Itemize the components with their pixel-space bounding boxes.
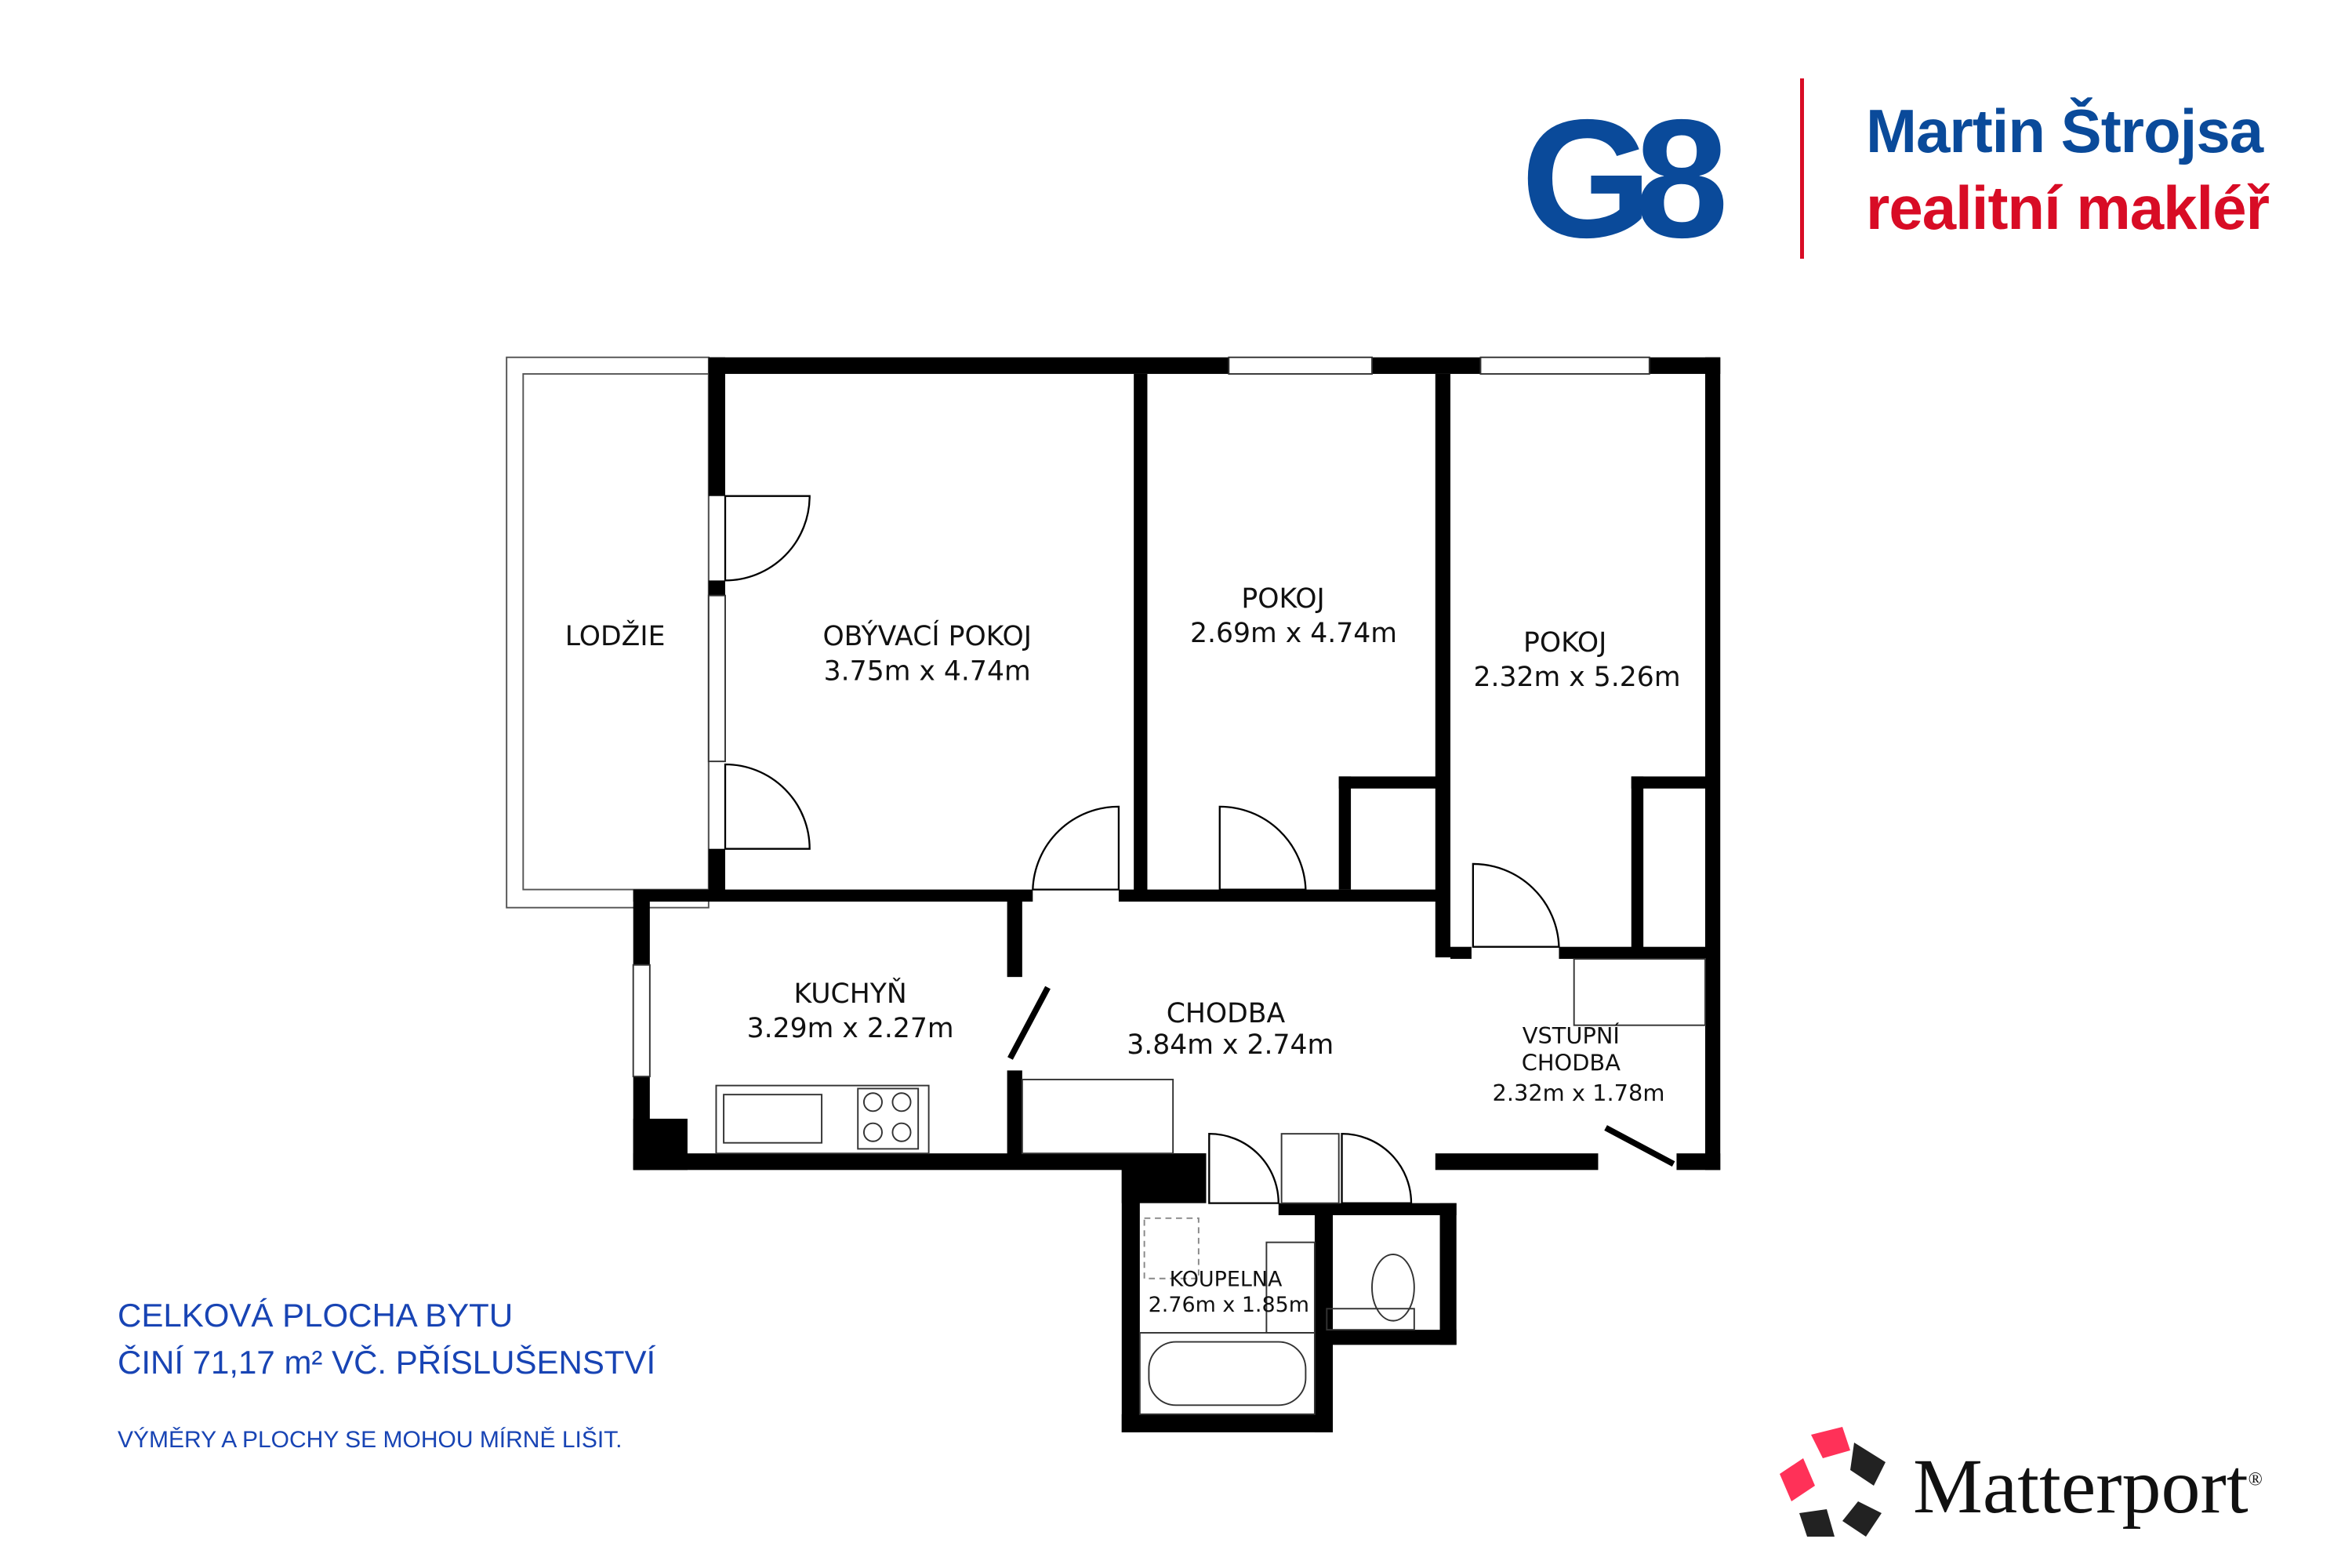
room-name-koupelna: KOUPELNA [1170,1267,1283,1291]
room-name-vstupni: VSTUPNÍ [1523,1022,1620,1049]
room-name-pokoj-2: POKOJ [1523,627,1606,659]
room-size-obyvaci: 3.75m x 4.74m [824,655,1031,687]
room-name-chodba: CHODBA [1167,998,1286,1029]
brand-divider [1800,78,1804,259]
disclaimer: VÝMĚRY A PLOCHY SE MOHOU MÍRNĚ LIŠIT. [118,1427,622,1453]
agent-role: realitní makléř [1866,173,2270,242]
room-size-koupelna: 2.76m x 1.85m [1149,1293,1309,1317]
room-name-kuchyn: KUCHYŇ [793,977,906,1010]
matterport-wordmark: Matterport® [1913,1441,2263,1531]
matterport-logo-icon [1780,1427,1886,1537]
room-size-pokoj-1: 2.69m x 4.74m [1190,618,1397,649]
total-area-line-1: CELKOVÁ PLOCHA BYTU [118,1297,514,1334]
total-area: CELKOVÁ PLOCHA BYTU ČINÍ 71,17 m² VČ. PŘ… [118,1292,655,1386]
doors [724,495,1675,1204]
room-name-lodzie: LODŽIE [565,619,666,652]
room-size-vstupni: 2.32m x 1.78m [1492,1080,1664,1106]
total-area-line-2: ČINÍ 71,17 m² VČ. PŘÍSLUŠENSTVÍ [118,1344,656,1381]
fixtures [715,958,1706,1415]
room-size-pokoj-2: 2.32m x 5.26m [1474,662,1681,693]
room-name-pokoj-1: POKOJ [1241,583,1324,615]
g8-logo: G8 [1521,84,1729,273]
room-name-vstupni-2: CHODBA [1522,1049,1621,1076]
windows [632,356,1650,1078]
matterport-registered: ® [2248,1469,2263,1490]
room-size-kuchyn: 3.29m x 2.27m [747,1013,954,1044]
walls [633,357,1721,1432]
room-name-obyvaci: OBÝVACÍ POKOJ [822,619,1032,652]
agent-name: Martin Štrojsa [1866,96,2263,165]
matterport-text: Matterport [1913,1443,2249,1530]
room-size-chodba: 3.84m x 2.74m [1127,1029,1334,1061]
